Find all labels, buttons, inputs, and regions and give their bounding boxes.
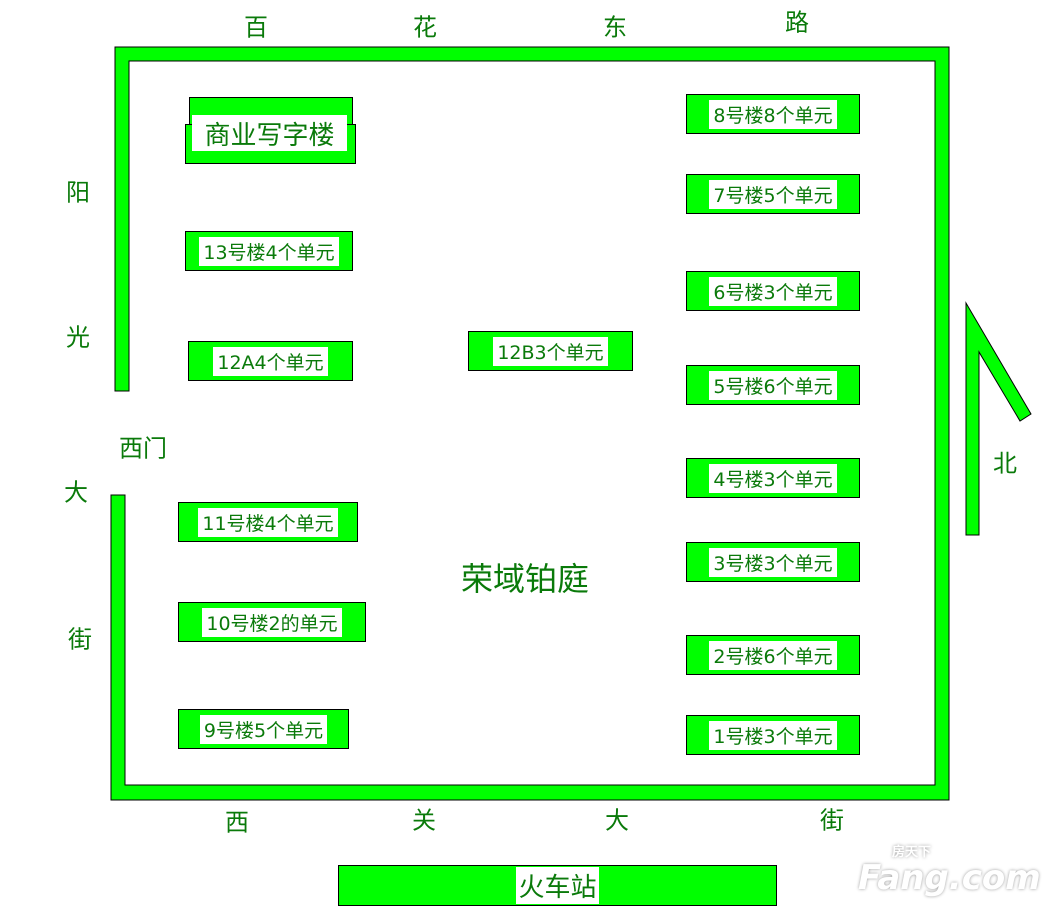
road-west-char: 光 (66, 323, 90, 352)
building-label: 11号楼4个单元 (198, 507, 338, 537)
road-south-char: 街 (820, 806, 844, 835)
train-station-label: 火车站 (516, 867, 599, 904)
building-label: 8号楼8个单元 (709, 99, 837, 129)
building-label: 10号楼2的单元 (202, 607, 342, 637)
building-4: 4号楼3个单元 (686, 458, 860, 498)
train-station: 火车站 (338, 865, 777, 906)
building-13: 13号楼4个单元 (185, 231, 353, 271)
north-label: 北 (993, 449, 1017, 478)
building-10: 10号楼2的单元 (178, 602, 366, 642)
road-south-char: 大 (605, 806, 629, 835)
building-12b: 12B3个单元 (468, 331, 633, 371)
building-label: 12A4个单元 (213, 346, 328, 376)
building-1: 1号楼3个单元 (686, 715, 860, 755)
building-label: 12B3个单元 (493, 336, 608, 366)
road-south-char: 关 (412, 806, 436, 835)
office-building-label: 商业写字楼 (192, 115, 347, 151)
building-6: 6号楼3个单元 (686, 271, 860, 311)
building-2: 2号楼6个单元 (686, 635, 860, 675)
building-8: 8号楼8个单元 (686, 94, 860, 134)
building-5: 5号楼6个单元 (686, 365, 860, 405)
building-11: 11号楼4个单元 (178, 502, 358, 542)
west-gate-label: 西门 (119, 434, 167, 463)
building-label: 5号楼6个单元 (709, 370, 837, 400)
community-title: 荣域铂庭 (460, 560, 590, 598)
building-label: 9号楼5个单元 (199, 714, 328, 744)
building-label: 2号楼6个单元 (709, 640, 837, 670)
building-label: 1号楼3个单元 (709, 720, 837, 750)
building-12a: 12A4个单元 (188, 341, 353, 381)
building-label: 6号楼3个单元 (709, 276, 837, 306)
building-label: 4号楼3个单元 (709, 463, 837, 493)
watermark-cn: 房天下 (892, 845, 932, 860)
building-label: 3号楼3个单元 (709, 547, 837, 577)
north-arrow-icon (965, 301, 1032, 536)
road-north-char: 东 (603, 13, 627, 42)
road-north-char: 百 (244, 13, 268, 42)
watermark-brand: Fang.com (858, 858, 1041, 898)
wall-north-west-east (110, 46, 950, 801)
building-3: 3号楼3个单元 (686, 542, 860, 582)
building-label: 13号楼4个单元 (199, 236, 339, 266)
building-9: 9号楼5个单元 (178, 709, 349, 749)
building-label: 7号楼5个单元 (709, 179, 837, 209)
road-north-char: 路 (785, 8, 809, 37)
building-7: 7号楼5个单元 (686, 174, 860, 214)
road-west-char: 大 (64, 478, 88, 507)
road-south-char: 西 (225, 808, 249, 837)
road-north-char: 花 (413, 13, 437, 42)
road-west-char: 阳 (66, 178, 90, 207)
road-west-char: 街 (68, 625, 92, 654)
fang-watermark-logo: 房天下 Fang.com (858, 846, 1041, 895)
